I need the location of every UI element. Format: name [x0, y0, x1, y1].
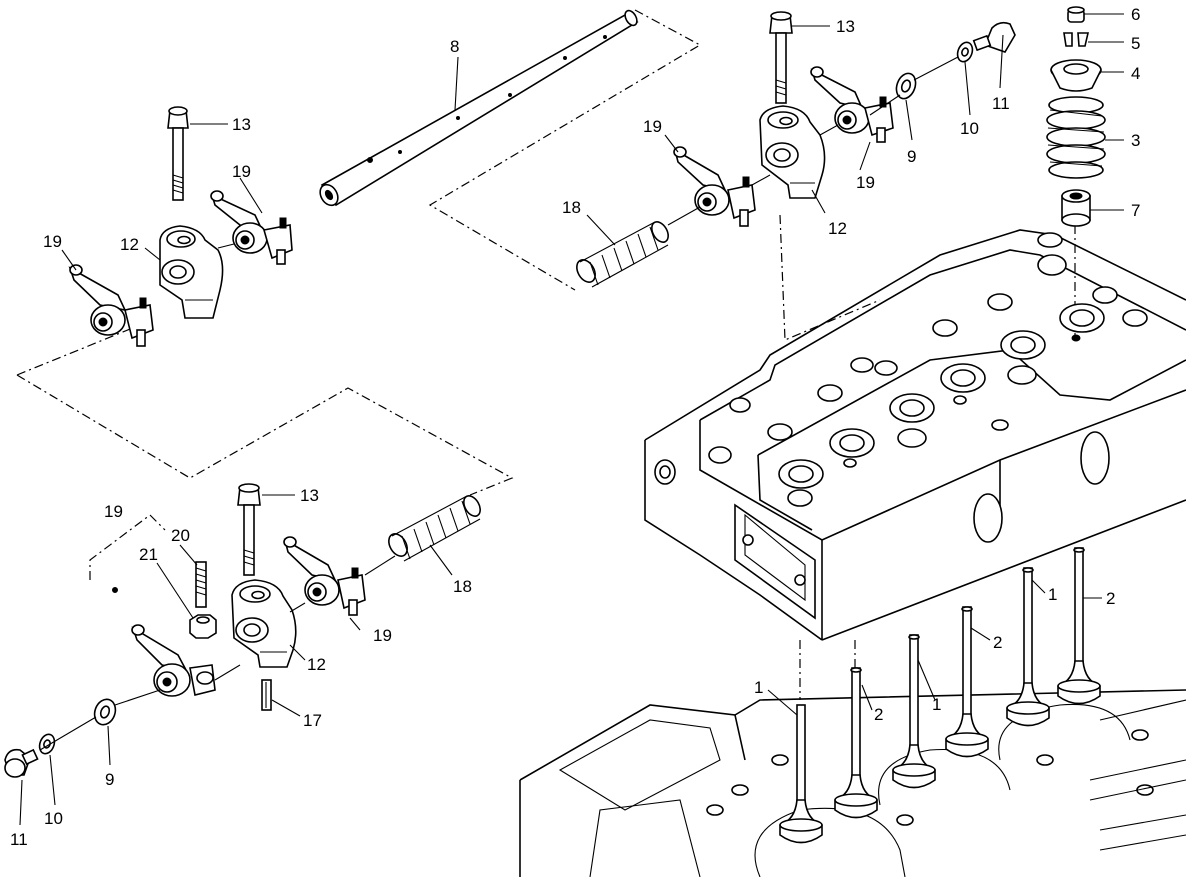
- valve-f: [1057, 547, 1101, 705]
- rocker-arm-19-left-lower: [68, 264, 154, 347]
- nut-21: [189, 614, 217, 639]
- callout-6: 6: [1131, 5, 1140, 24]
- leader-lines: [19, 13, 1124, 826]
- washer-10-bottom: [38, 733, 56, 755]
- valve-c: [892, 634, 936, 789]
- bolt-13-bottom: [237, 483, 261, 576]
- rocker-arm-19-bottom-left: [112, 587, 216, 697]
- callout-1: 1: [932, 695, 941, 714]
- bracket-12-top: [759, 105, 826, 199]
- rocker-group-middle: [576, 11, 894, 288]
- callout-19: 19: [43, 232, 62, 251]
- cylinder-head: [644, 229, 1186, 641]
- valve-spring-stack: [1046, 6, 1106, 227]
- valve-b: [834, 667, 878, 819]
- callout-13: 13: [300, 486, 319, 505]
- callout-19: 19: [643, 117, 662, 136]
- rocker-group-left: [68, 106, 293, 347]
- adjust-screw-20: [195, 561, 207, 608]
- cap-6: [1067, 6, 1085, 23]
- callout-10: 10: [44, 809, 63, 828]
- callout-1: 1: [754, 678, 763, 697]
- bracket-12-left: [159, 225, 224, 319]
- callout-19: 19: [232, 162, 251, 181]
- rocker-arm-19-left-upper: [210, 190, 293, 265]
- callout-1: 1: [1048, 585, 1057, 604]
- retainer-4: [1050, 59, 1102, 92]
- callout-8: 8: [450, 37, 459, 56]
- callout-19: 19: [373, 626, 392, 645]
- rocker-arm-19-top-right: [810, 66, 894, 143]
- callout-4: 4: [1131, 64, 1140, 83]
- callout-3: 3: [1131, 131, 1140, 150]
- valve-d: [945, 606, 989, 758]
- callout-12: 12: [828, 219, 847, 238]
- callout-11: 11: [992, 94, 1010, 113]
- callout-18: 18: [562, 198, 581, 217]
- pin-17: [261, 679, 272, 711]
- callout-2: 2: [874, 705, 883, 724]
- callout-9: 9: [105, 770, 114, 789]
- valve-e: [1006, 567, 1050, 727]
- rocker-group-bottom: [4, 483, 481, 778]
- callout-2: 2: [1106, 589, 1115, 608]
- spring-18-top: [576, 221, 669, 288]
- callout-10: 10: [960, 119, 979, 138]
- callout-18: 18: [453, 577, 472, 596]
- callout-20: 20: [171, 526, 190, 545]
- callout-13: 13: [836, 17, 855, 36]
- spring-3: [1046, 96, 1106, 179]
- spring-18-bottom: [388, 495, 481, 562]
- callout-5: 5: [1131, 34, 1140, 53]
- callout-19: 19: [104, 502, 123, 521]
- plug-11-bottom: [4, 748, 39, 778]
- bolt-13-left: [167, 106, 189, 201]
- callout-21: 21: [139, 545, 158, 564]
- plug-group-top: [869, 21, 1016, 116]
- callout-7: 7: [1131, 201, 1140, 220]
- collet-5: [1063, 32, 1090, 47]
- callout-labels: 8 13 19 19 12 13 19 18 12 19 9 10 11 6 5…: [10, 5, 1140, 849]
- rocker-arm-19-top-left: [673, 146, 756, 227]
- callout-12: 12: [120, 235, 139, 254]
- seal-7: [1061, 189, 1091, 227]
- cylinder-block: [519, 689, 1186, 878]
- callout-12: 12: [307, 655, 326, 674]
- callout-19: 19: [856, 173, 875, 192]
- rocker-arm-19-bottom-right: [283, 536, 366, 616]
- bolt-13-top: [769, 11, 793, 104]
- callout-17: 17: [303, 711, 322, 730]
- callout-13: 13: [232, 115, 251, 134]
- callout-11: 11: [10, 830, 28, 849]
- valves: [779, 547, 1101, 844]
- rocker-shaft: [319, 9, 639, 207]
- washer-9-bottom: [93, 698, 117, 726]
- callout-9: 9: [907, 147, 916, 166]
- valve-a: [779, 704, 823, 844]
- callout-2: 2: [993, 633, 1002, 652]
- bracket-12-bottom: [231, 579, 297, 668]
